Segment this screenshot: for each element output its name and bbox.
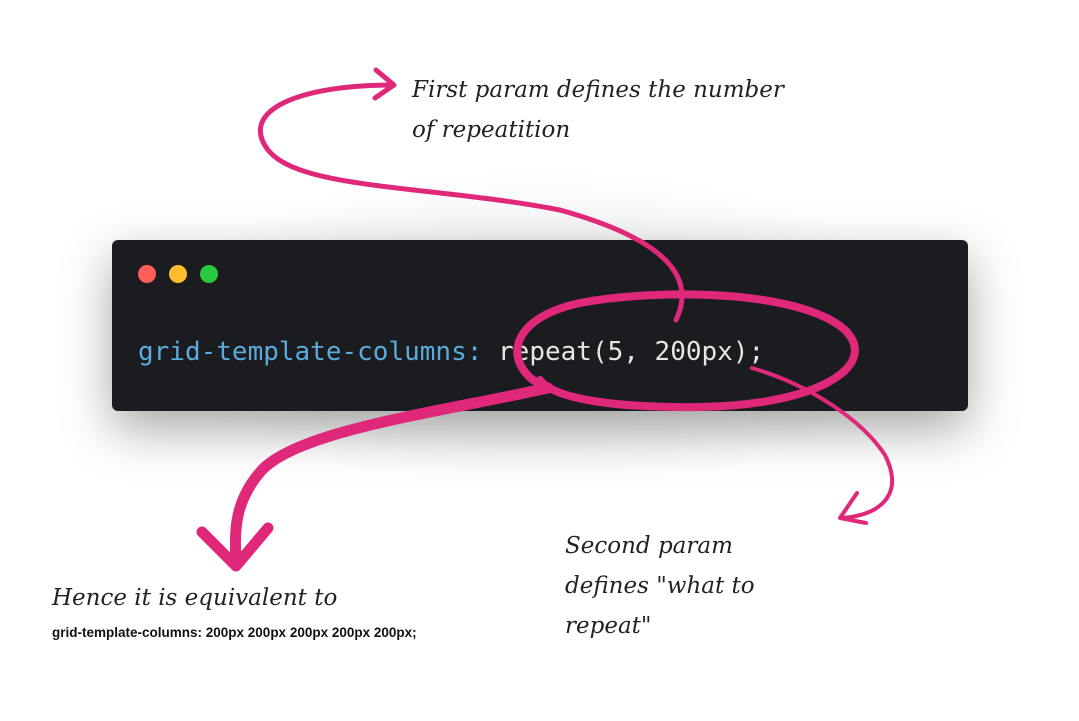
equivalence-note: Hence it is equivalent to <box>52 585 338 611</box>
window-dot-red-icon <box>138 265 156 283</box>
equivalent-code: grid-template-columns: 200px 200px 200px… <box>52 625 417 640</box>
first-param-note: First param defines the number of repeat… <box>412 77 784 143</box>
window-dot-green-icon <box>200 265 218 283</box>
arrow-to-second-param-head-icon <box>838 491 868 525</box>
arrow-to-second-param-icon <box>750 366 894 520</box>
arrow-to-first-param-head-icon <box>372 67 397 101</box>
window-controls <box>138 265 218 283</box>
code-line: grid-template-columns: repeat(5, 200px); <box>138 332 764 372</box>
highlight-ellipse-icon <box>513 290 859 412</box>
second-param-note: Second param defines "what to repeat" <box>565 533 755 639</box>
arrow-to-equivalent-icon <box>229 382 554 566</box>
code-window: grid-template-columns: repeat(5, 200px); <box>112 240 968 411</box>
window-dot-yellow-icon <box>169 265 187 283</box>
arrow-to-equivalent-head-icon <box>196 522 274 572</box>
css-property: grid-template-columns: <box>138 337 483 367</box>
arrow-to-first-param-icon <box>258 82 685 323</box>
